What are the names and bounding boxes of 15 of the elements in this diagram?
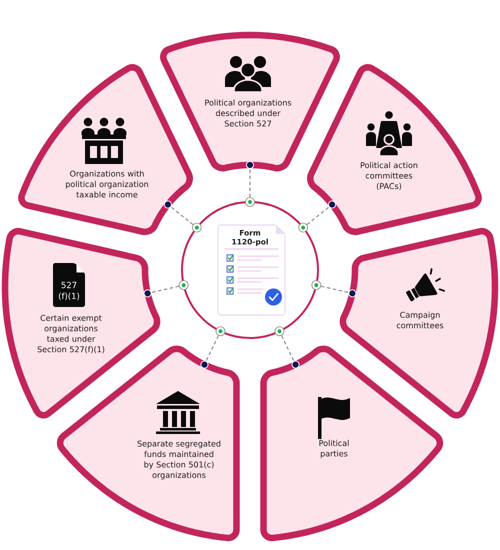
dashed-connector	[306, 200, 336, 225]
port-dot	[178, 280, 189, 290]
dashed-connector	[200, 335, 219, 369]
port-dot	[298, 222, 308, 232]
dashed-connector	[164, 200, 194, 225]
dashed-connector	[246, 161, 254, 198]
ring-circle	[181, 201, 319, 339]
port-dot	[245, 197, 255, 207]
port-dot	[216, 326, 226, 336]
dashed-connector	[144, 286, 180, 298]
port-dot	[274, 326, 284, 336]
dashed-connector	[320, 286, 356, 298]
port-dot	[192, 222, 202, 232]
dashed-connector	[281, 335, 300, 369]
port-dot	[311, 280, 322, 290]
